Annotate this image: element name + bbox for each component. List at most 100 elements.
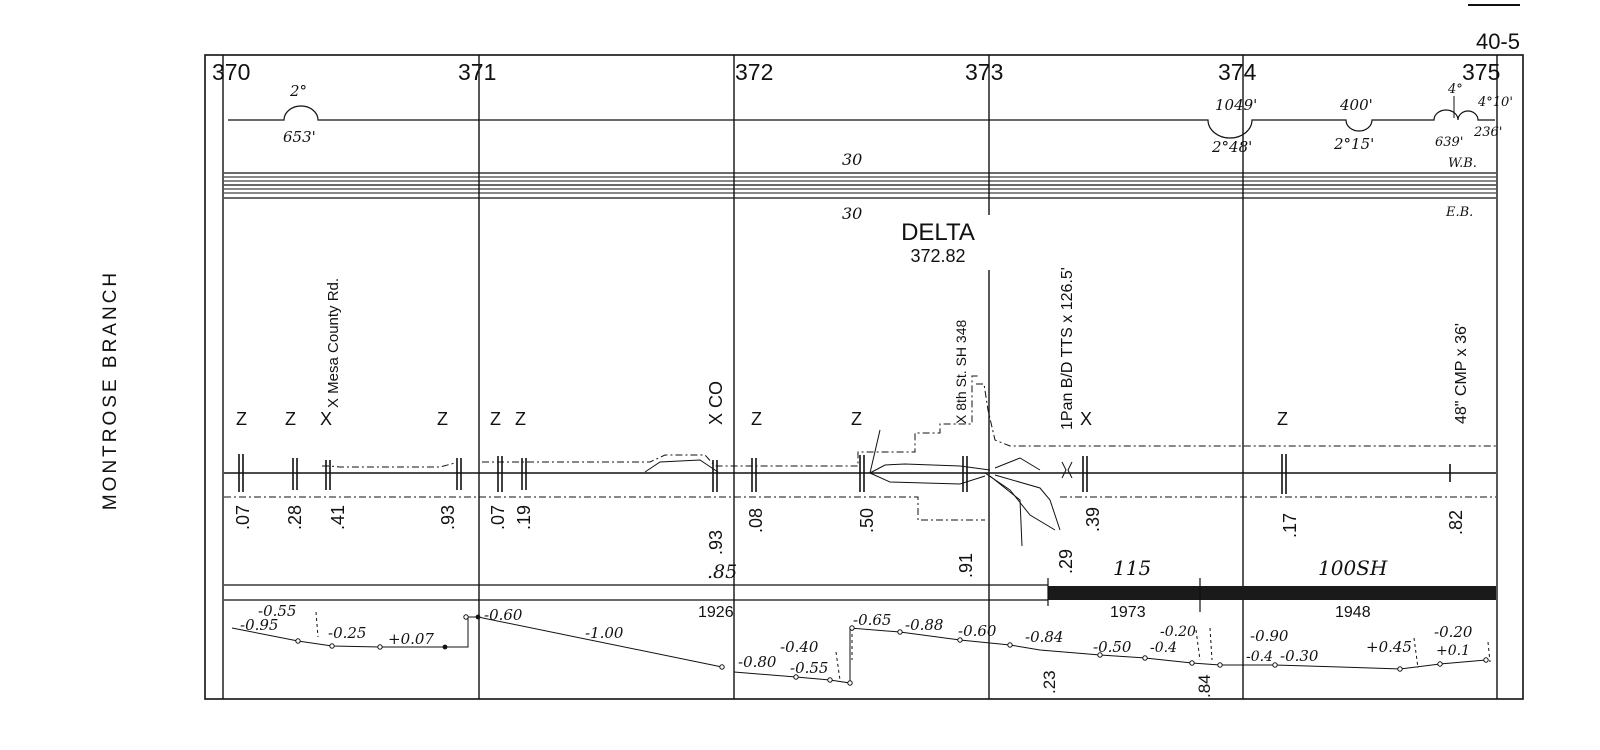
grade-points bbox=[295, 614, 1489, 686]
grade-19: +0.45 bbox=[1366, 638, 1412, 656]
grade-9: -0.65 bbox=[853, 611, 891, 629]
mark-z-1: Z bbox=[236, 409, 247, 429]
curve-5-degree: 4°10' bbox=[1477, 95, 1513, 110]
grade-4: -0.60 bbox=[484, 606, 523, 624]
station-milepost: 372.82 bbox=[910, 246, 965, 266]
rail-weight-115: 115 bbox=[1113, 556, 1151, 580]
grade-point-solid bbox=[442, 644, 448, 650]
mark-x-2: X bbox=[1080, 409, 1092, 429]
structure-culvert: 48" CMP x 36' bbox=[1453, 323, 1470, 424]
mark-z-5: Z bbox=[515, 409, 526, 429]
curve-4-length: 639' bbox=[1435, 135, 1463, 150]
decimal-10: .17 bbox=[1280, 513, 1300, 538]
mark-z-3: Z bbox=[437, 409, 448, 429]
westbound-label: W.B. bbox=[1448, 156, 1477, 171]
mark-z-7: Z bbox=[851, 409, 862, 429]
grade-6: -0.40 bbox=[780, 638, 819, 656]
row-upper-left bbox=[482, 375, 980, 467]
grade-17: -0.4 bbox=[1246, 649, 1273, 665]
curve-line bbox=[228, 105, 1495, 139]
grade-point-label-1: .84 bbox=[1195, 674, 1214, 698]
decimal-4: .07 bbox=[488, 505, 508, 530]
grade-15: -0.20 bbox=[1160, 624, 1196, 640]
grade-point-solid-2 bbox=[475, 614, 481, 620]
curvature-profile bbox=[228, 96, 1495, 139]
main-track-band bbox=[224, 172, 1496, 199]
rail-year-1948: 1948 bbox=[1335, 604, 1371, 621]
speed-label-top: 30 bbox=[842, 150, 862, 169]
grade-7: -0.80 bbox=[738, 653, 777, 671]
decimal-9: .39 bbox=[1083, 507, 1103, 532]
sheet-number: 40-5 bbox=[1476, 29, 1520, 54]
decimal-6: .93 bbox=[706, 530, 726, 555]
decimal-2: .41 bbox=[328, 505, 348, 530]
grade-3: +0.07 bbox=[388, 630, 434, 648]
curve-2-degree: 2°48' bbox=[1211, 138, 1252, 156]
grade-1: -0.95 bbox=[240, 616, 278, 634]
wye-4 bbox=[994, 457, 1041, 471]
grade-point-label-0: .23 bbox=[1040, 670, 1059, 694]
grade-0: -0.55 bbox=[258, 602, 296, 620]
curve-1-degree: 2° bbox=[289, 82, 307, 100]
decimal-low-1: .91 bbox=[956, 553, 976, 578]
spur-4 bbox=[869, 429, 881, 474]
track-ticks bbox=[238, 454, 1451, 494]
station-name: DELTA bbox=[901, 219, 975, 246]
decimal-8: .50 bbox=[857, 508, 877, 533]
milepost-label-375: 375 bbox=[1462, 59, 1500, 85]
decimal-7: .08 bbox=[746, 508, 766, 533]
grade-14: -0.4 bbox=[1150, 640, 1177, 656]
grade-20: -0.20 bbox=[1434, 623, 1473, 641]
curve-5-length: 236' bbox=[1473, 125, 1502, 140]
curve-3-length: 400' bbox=[1339, 96, 1373, 114]
grade-21: +0.1 bbox=[1436, 643, 1470, 659]
rail-year-1973: 1973 bbox=[1110, 604, 1146, 621]
siding-1 bbox=[322, 462, 456, 468]
decimal-low-0: .85 bbox=[707, 561, 737, 583]
milepost-label-371: 371 bbox=[458, 59, 496, 85]
mark-z-6: Z bbox=[751, 409, 762, 429]
rail-year-1926: 1926 bbox=[698, 604, 734, 621]
grade-13: -0.50 bbox=[1093, 638, 1132, 656]
grade-2: -0.25 bbox=[328, 624, 366, 642]
wye-3 bbox=[994, 474, 1061, 531]
spur-3 bbox=[869, 472, 986, 485]
milepost-label-373: 373 bbox=[965, 59, 1003, 85]
decimal-5: .19 bbox=[514, 505, 534, 530]
decimal-low-2: .29 bbox=[1056, 549, 1076, 574]
rail-weight-100sh: 100SH bbox=[1318, 556, 1388, 580]
decimal-1: .28 bbox=[285, 505, 305, 530]
curve-3-degree: 2°15' bbox=[1333, 135, 1374, 153]
row-lower-left bbox=[224, 496, 985, 521]
structure-bridge: 1Pan B/D TTS x 126.5' bbox=[1059, 267, 1076, 430]
grade-18: -0.30 bbox=[1280, 647, 1319, 665]
grade-5: -1.00 bbox=[585, 624, 624, 642]
milepost-label-372: 372 bbox=[735, 59, 773, 85]
rail-band-fill bbox=[1048, 586, 1496, 600]
spur-2 bbox=[869, 463, 991, 474]
grade-11: -0.60 bbox=[958, 622, 997, 640]
decimal-11: .82 bbox=[1446, 510, 1466, 535]
grade-16: -0.90 bbox=[1250, 627, 1289, 645]
bridge-symbol bbox=[1061, 461, 1073, 479]
milepost-label-374: 374 bbox=[1218, 59, 1257, 85]
track-plan bbox=[224, 375, 1496, 547]
curve-4-degree: 4° bbox=[1447, 82, 1463, 97]
wye-2 bbox=[989, 475, 1023, 547]
mark-x-co: X CO bbox=[706, 381, 726, 425]
curve-2-length: 1049' bbox=[1215, 96, 1257, 114]
structure-mesa-county-rd: X Mesa County Rd. bbox=[325, 278, 342, 408]
mark-x-1: X bbox=[320, 409, 332, 429]
curve-1-length: 653' bbox=[283, 128, 316, 146]
mark-z-4: Z bbox=[490, 409, 501, 429]
grade-profile bbox=[231, 611, 1491, 686]
decimal-0: .07 bbox=[233, 505, 253, 530]
speed-label-bottom: 30 bbox=[842, 204, 862, 223]
grade-12: -0.84 bbox=[1025, 628, 1063, 646]
structure-8th-st: X 8th St. SH 348 bbox=[953, 320, 969, 424]
decimal-3: .93 bbox=[438, 505, 458, 530]
eastbound-label: E.B. bbox=[1445, 205, 1473, 220]
rail-band bbox=[224, 578, 1496, 612]
grade-breaks bbox=[315, 611, 1491, 681]
